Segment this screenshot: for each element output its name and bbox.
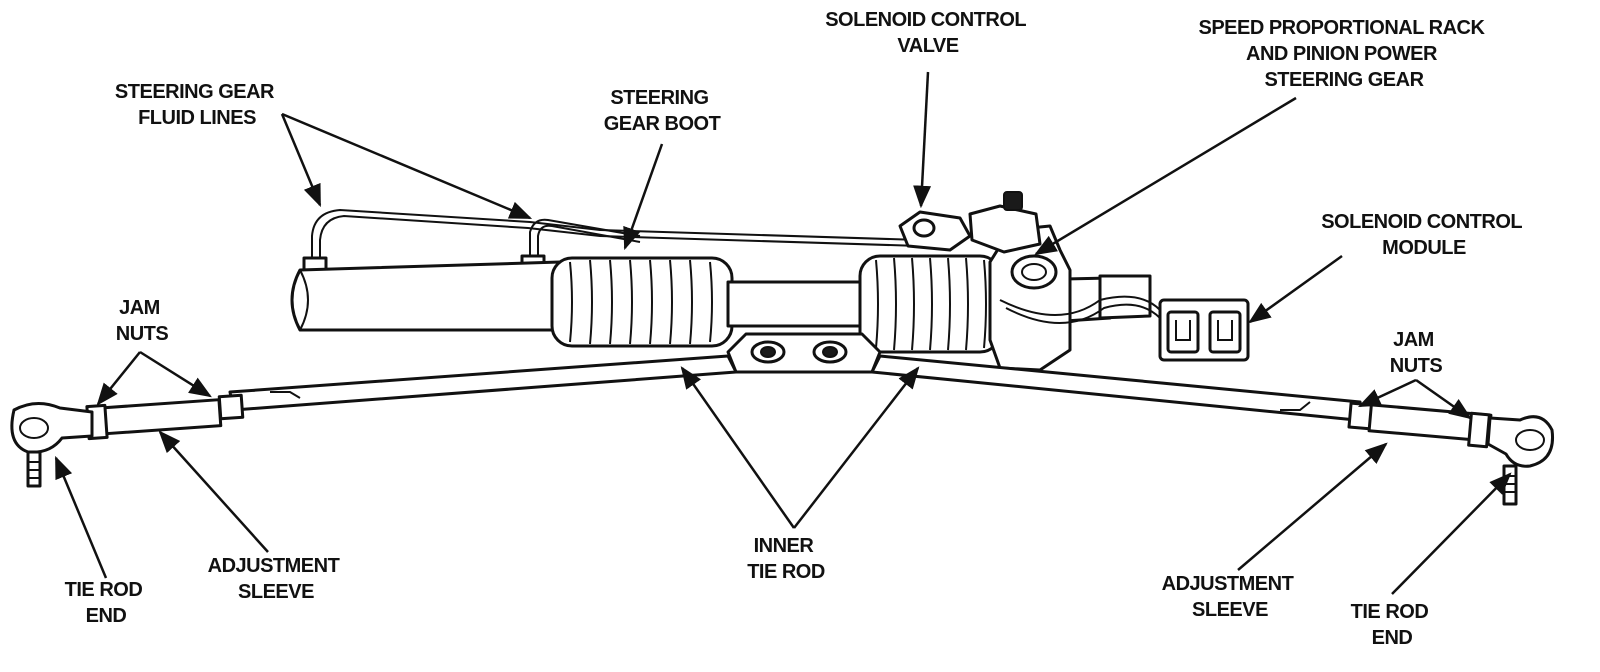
steering-gear-boot-right xyxy=(858,254,1002,354)
leader-lines xyxy=(54,71,1512,595)
labels: STEERING GEAR FLUID LINES STEERING GEAR … xyxy=(65,9,1527,649)
left-outer-tie-rod xyxy=(10,393,245,488)
label-steering-gear-boot: STEERING GEAR BOOT xyxy=(604,87,721,135)
label-tie-rod-end-right: TIE ROD END xyxy=(1351,601,1434,649)
label-jam-nuts-right: JAM NUTS xyxy=(1390,329,1443,377)
gear-assembly-drawing xyxy=(10,191,1555,506)
label-steering-gear-fluid-lines: STEERING GEAR FLUID LINES xyxy=(115,81,279,129)
label-solenoid-control-valve: SOLENOID CONTROL VALVE xyxy=(825,9,1031,57)
label-jam-nuts-left: JAM NUTS xyxy=(116,297,169,345)
label-rack-and-pinion-gear: SPEED PROPORTIONAL RACK AND PINION POWER… xyxy=(1198,17,1489,91)
label-adjustment-sleeve-right: ADJUSTMENT SLEEVE xyxy=(1162,573,1299,621)
solenoid-control-valve xyxy=(898,191,1042,254)
valve-housing xyxy=(988,224,1072,372)
right-outer-tie-rod xyxy=(1347,401,1555,506)
solenoid-control-module xyxy=(999,295,1250,362)
label-adjustment-sleeve-left: ADJUSTMENT SLEEVE xyxy=(208,555,345,603)
label-inner-tie-rod: INNER TIE ROD xyxy=(747,535,825,583)
label-solenoid-control-module: SOLENOID CONTROL MODULE xyxy=(1321,211,1527,259)
center-bracket xyxy=(726,332,882,374)
steering-gear-boot xyxy=(550,256,870,348)
label-tie-rod-end-left: TIE ROD END xyxy=(65,579,148,627)
